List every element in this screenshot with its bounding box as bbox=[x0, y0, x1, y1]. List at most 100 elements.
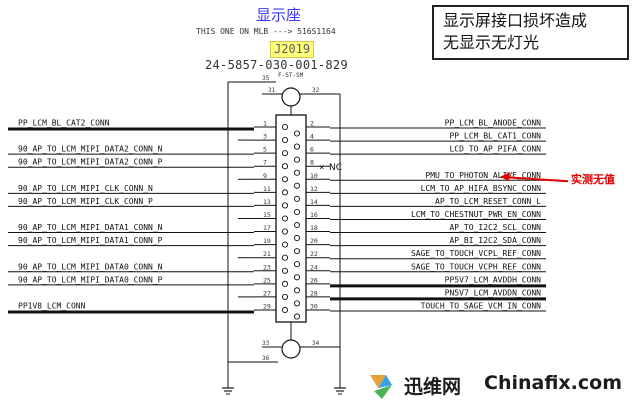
nc-label: NC bbox=[329, 163, 342, 173]
net-label-right: PP5V7_LCM_AVDDH_CONN bbox=[445, 275, 542, 284]
pin-contact bbox=[281, 176, 289, 183]
nc-cross-icon: × bbox=[319, 163, 324, 173]
pin-number: 20 bbox=[310, 237, 318, 245]
diagram-title: 显示座 bbox=[256, 6, 302, 24]
connector-refdes: J2019 bbox=[270, 41, 315, 58]
part-number: 24-5857-030-001-829 bbox=[205, 58, 348, 72]
fault-callout-box: 显示屏接口损坏造成 无显示无灯光 bbox=[432, 5, 629, 60]
net-label-right: AP_TO_LCM_RESET_CONN_L bbox=[435, 197, 541, 206]
pin-contact bbox=[293, 248, 301, 255]
net-label-right: PN5V7_LCM_AVDDN_CONN bbox=[445, 288, 542, 297]
pin-contact bbox=[281, 215, 289, 222]
fault-callout-line1: 显示屏接口损坏造成 bbox=[443, 11, 588, 30]
measurement-arrow-head-icon bbox=[500, 172, 510, 182]
pin-number: 12 bbox=[310, 185, 318, 193]
pin-contact bbox=[281, 163, 289, 170]
pin-number: 36 bbox=[262, 355, 270, 362]
pin-number: 33 bbox=[262, 340, 270, 347]
pin-number: 31 bbox=[268, 87, 276, 94]
net-label-right: PMU_TO_PHOTON_ALIVE_CONN bbox=[425, 171, 541, 180]
pin-number: 26 bbox=[310, 276, 318, 284]
mount-hole-bottom bbox=[281, 339, 301, 359]
net-label-right: AP_BI_I2C2_SDA_CONN bbox=[449, 236, 541, 245]
pin-number: 16 bbox=[310, 211, 318, 219]
pin-number: 2 bbox=[310, 120, 314, 128]
pin-number: 10 bbox=[310, 172, 318, 180]
pin-number: 18 bbox=[310, 224, 318, 232]
pin-contact bbox=[281, 150, 289, 157]
pin-number: 28 bbox=[310, 289, 318, 297]
pin-contact bbox=[293, 221, 301, 229]
watermark: 迅维网 Chinafix.com bbox=[360, 366, 640, 406]
pin-number: 5 bbox=[263, 146, 267, 154]
pin-contact bbox=[293, 143, 301, 150]
pin-number: 13 bbox=[263, 198, 271, 206]
pin-number: 19 bbox=[263, 237, 271, 245]
pin-number: 3 bbox=[263, 133, 267, 141]
pin-number: 32 bbox=[312, 87, 320, 94]
fault-callout-line2: 无显示无灯光 bbox=[443, 33, 540, 52]
package-label: F-ST-SM bbox=[278, 72, 304, 79]
pin-contact bbox=[293, 300, 301, 307]
pin-contact bbox=[293, 169, 301, 176]
pin-number: 1 bbox=[263, 120, 267, 128]
pin-number: 4 bbox=[310, 133, 314, 141]
pin-contact bbox=[281, 306, 289, 314]
pin-number: 35 bbox=[262, 75, 270, 82]
connector-body bbox=[275, 114, 307, 323]
pin-contact bbox=[293, 182, 301, 189]
pin-contact bbox=[281, 137, 289, 144]
pin-contact bbox=[281, 267, 289, 274]
pin-contact bbox=[281, 241, 289, 248]
brand-logo-icon bbox=[370, 375, 392, 399]
pin-contact bbox=[293, 208, 301, 215]
net-label-right: LCM_TO_AP_HIFA_BSYNC_CONN bbox=[421, 184, 542, 193]
net-label-right: SAGE_TO_TOUCH_VCPH_REF_CONN bbox=[411, 262, 541, 271]
pin-contact bbox=[281, 228, 289, 235]
pin-number: 22 bbox=[310, 250, 318, 258]
pin-number: 25 bbox=[263, 276, 271, 284]
pin-contact bbox=[293, 130, 301, 137]
pin-contact bbox=[281, 293, 289, 300]
pin-number: 23 bbox=[263, 263, 271, 271]
pin-contact bbox=[293, 287, 301, 294]
pin-number: 6 bbox=[310, 146, 314, 154]
net-label-right: LCM_TO_CHESTNUT_PWR_EN_CONN bbox=[411, 210, 541, 219]
pin-number: 30 bbox=[310, 302, 318, 310]
net-label-right: PP_LCM_BL_CAT1_CONN bbox=[449, 132, 541, 141]
diagram-subtitle: THIS ONE ON MLB ---> 516S1164 bbox=[196, 27, 336, 36]
pin-number: 17 bbox=[263, 224, 271, 232]
net-label-left: 90_AP_TO_LCM_MIPI_DATA2_CONN_P bbox=[18, 158, 163, 167]
watermark-cn: 迅维网 bbox=[404, 376, 462, 398]
net-label-left: 90_AP_TO_LCM_MIPI_CLK_CONN_N bbox=[18, 184, 153, 193]
net-label-right: TOUCH_TO_SAGE_VCM_IN_CONN bbox=[421, 301, 542, 310]
measurement-note: 实测无值 bbox=[571, 173, 615, 186]
pin-number: 8 bbox=[310, 159, 314, 167]
net-label-left: 90_AP_TO_LCM_MIPI_CLK_CONN_P bbox=[18, 197, 153, 206]
mount-hole-top bbox=[281, 87, 301, 107]
pin-number: 15 bbox=[263, 211, 271, 219]
net-label-left: PP_LCM_BL_CAT2_CONN bbox=[18, 119, 110, 128]
net-label-left: PP1V8_LCM_CONN bbox=[18, 301, 86, 310]
pin-number: 24 bbox=[310, 263, 318, 271]
pin-contact bbox=[281, 254, 289, 261]
net-label-left: 90_AP_TO_LCM_MIPI_DATA1_CONN_N bbox=[18, 223, 163, 232]
pin-number: 14 bbox=[310, 198, 318, 206]
pin-contact bbox=[293, 274, 301, 281]
pin-contact bbox=[293, 235, 301, 242]
net-label-left: 90_AP_TO_LCM_MIPI_DATA0_CONN_N bbox=[18, 262, 163, 271]
pin-contact bbox=[281, 280, 289, 287]
net-label-left: 90_AP_TO_LCM_MIPI_DATA2_CONN_N bbox=[18, 145, 163, 154]
measurement-arrow bbox=[505, 176, 569, 183]
pin-number: 21 bbox=[263, 250, 271, 258]
pin-contact bbox=[281, 123, 289, 131]
pin-contact bbox=[293, 156, 301, 163]
pin-number: 11 bbox=[263, 185, 271, 193]
net-label-left: 90_AP_TO_LCM_MIPI_DATA1_CONN_P bbox=[18, 236, 163, 245]
net-label-left: 90_AP_TO_LCM_MIPI_DATA0_CONN_P bbox=[18, 275, 163, 284]
watermark-en: Chinafix.com bbox=[484, 372, 623, 394]
pin-number: 7 bbox=[263, 159, 267, 167]
pin-contact bbox=[293, 313, 301, 320]
